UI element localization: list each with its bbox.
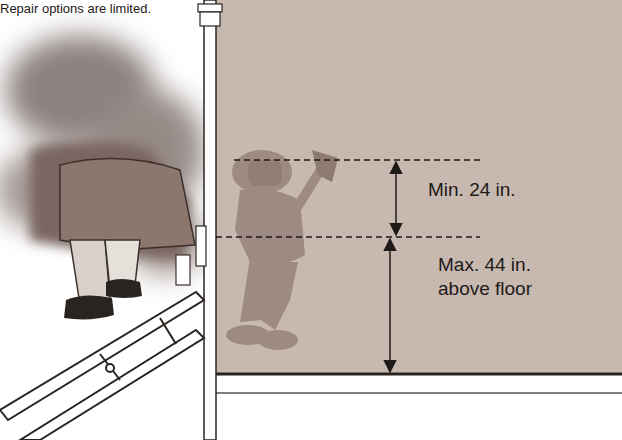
dimension-label: Max. 44 in. above floor	[438, 253, 556, 301]
room-wall	[214, 0, 622, 374]
floor-edge	[214, 392, 622, 394]
floor-band	[214, 376, 622, 440]
ladder	[0, 292, 204, 440]
firefighter-silhouette	[226, 150, 338, 350]
smoke	[0, 35, 205, 275]
caption-fragment: Repair options are limited.	[0, 0, 220, 18]
floor-line	[212, 373, 622, 376]
firefighter	[30, 140, 195, 319]
window-frame	[196, 0, 222, 440]
dimension-label: Min. 24 in.	[428, 178, 568, 202]
